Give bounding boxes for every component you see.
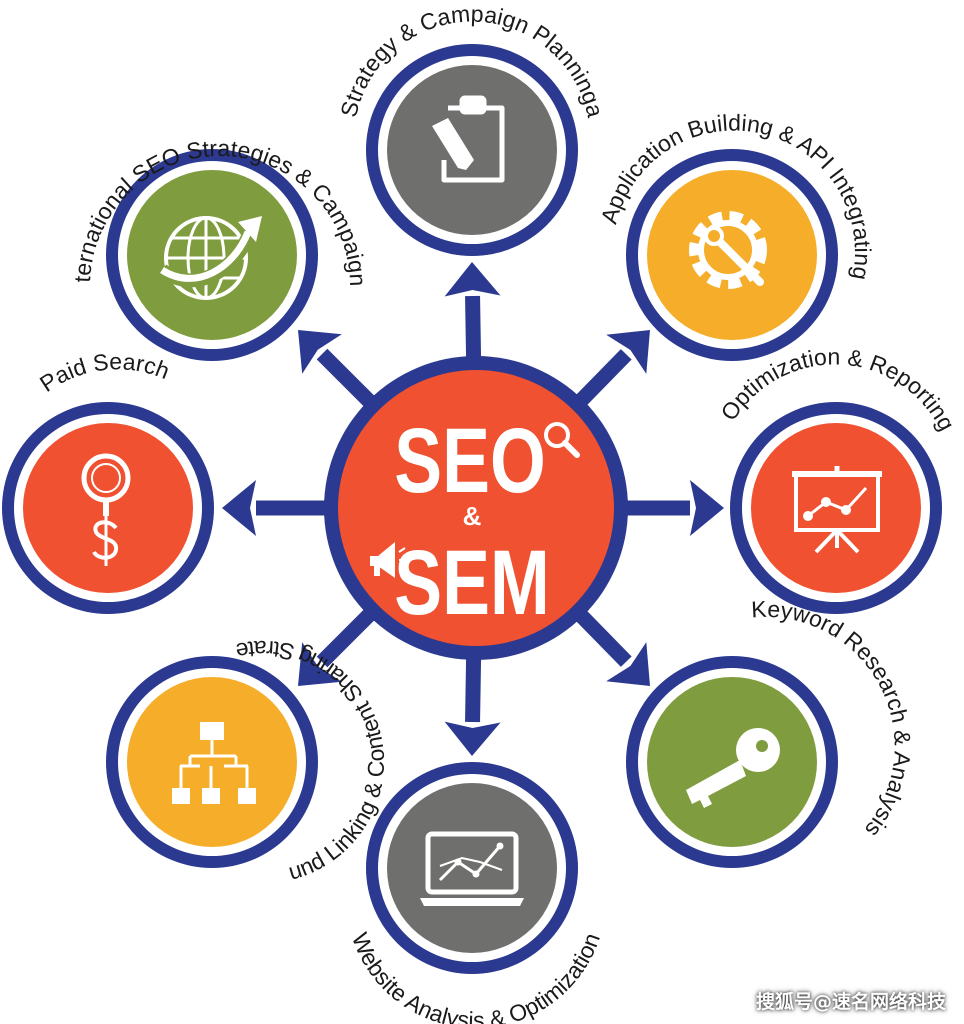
node-application: [626, 149, 838, 361]
sitemap-icon: [172, 722, 256, 804]
globe-arrow-icon: [157, 216, 262, 300]
center-amp: &: [463, 501, 482, 531]
label-paid-search: Paid Search: [35, 348, 173, 397]
arrow-head-1: [606, 330, 650, 374]
node-strategy: [366, 44, 578, 256]
arrow-head-5: [298, 642, 342, 686]
arrow-head-6: [222, 480, 256, 536]
node-paid-search: [2, 402, 214, 614]
arrow-head-7: [298, 330, 342, 374]
gear-wrench-icon: [689, 211, 767, 289]
arrow-head-0: [444, 262, 501, 297]
node-optimization: [730, 402, 942, 614]
laptop-graph-icon: [420, 831, 524, 906]
node-international: [106, 149, 318, 361]
center-magnifier-icon: [544, 422, 580, 458]
center-sem: SEM: [394, 531, 550, 634]
arrow-head-2: [690, 480, 724, 536]
node-website: [366, 762, 578, 974]
node-fill: [387, 65, 557, 235]
center-node: SEO & SEM: [324, 356, 628, 660]
key-icon: [686, 728, 780, 808]
watermark: 搜狐号@速名网络科技: [755, 991, 946, 1013]
center-seo: SEO: [394, 409, 546, 512]
node-inbound: [106, 656, 318, 868]
clipboard-pencil-icon: [432, 95, 505, 183]
presentation-chart-icon: [792, 466, 882, 554]
node-keyword: [626, 656, 838, 868]
arrow-head-4: [444, 721, 501, 756]
magnifier-dollar-icon: [81, 453, 131, 566]
center-megaphone-icon: [370, 542, 406, 578]
arrow-head-3: [606, 642, 650, 686]
